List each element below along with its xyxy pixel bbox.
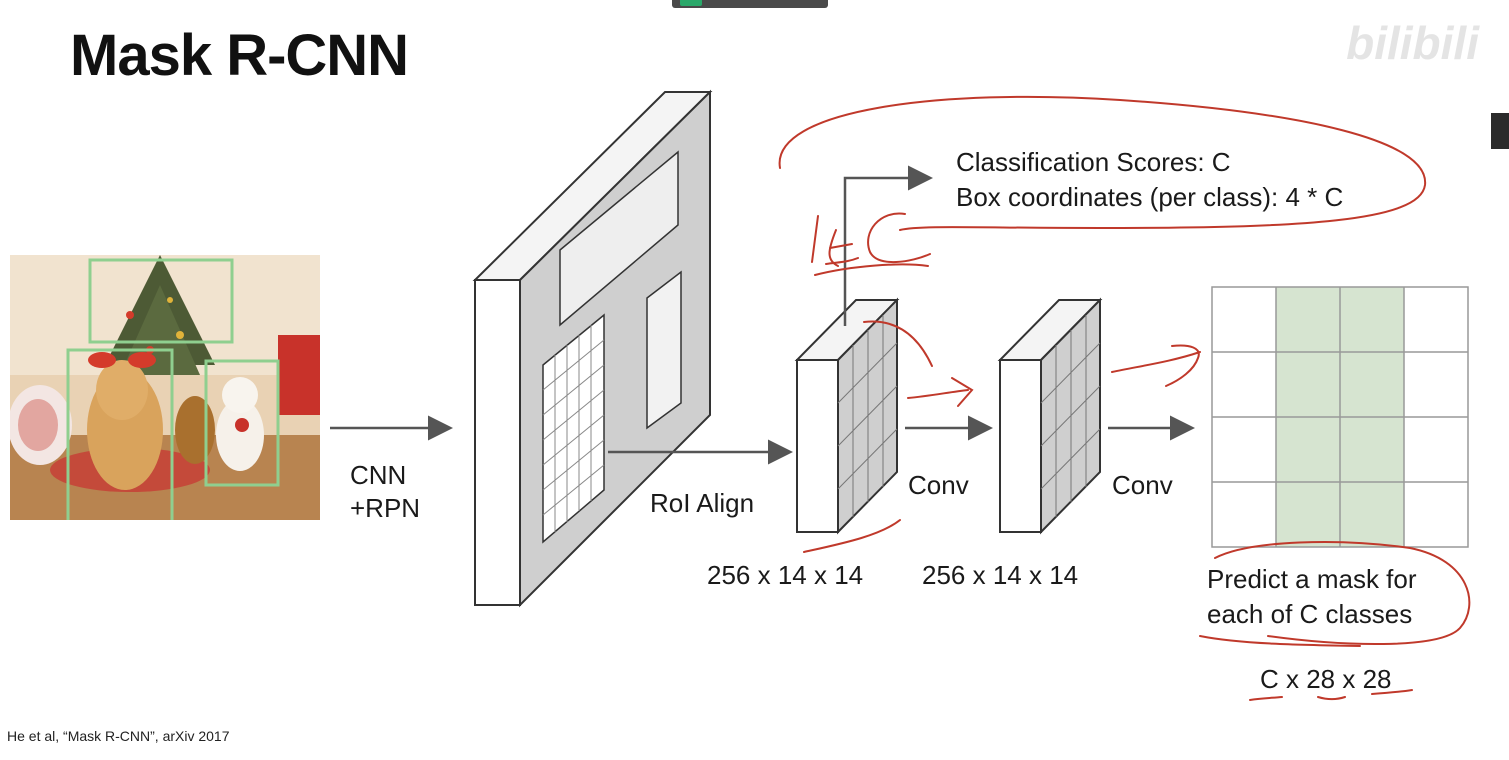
annotation-ellipse-top: [778, 95, 1427, 231]
roi-feature-block-2: [997, 297, 1103, 535]
roi-align-label: RoI Align: [650, 488, 755, 518]
annotation-underlines: [1249, 689, 1413, 701]
mask-dimension-label: C x 28 x 28: [1260, 664, 1392, 694]
arrow-to-classification: [843, 165, 933, 326]
mask-output-grid: [1211, 286, 1469, 548]
status-indicator-icon: [680, 0, 702, 6]
handwritten-annotations: [778, 95, 1471, 701]
slide-title: Mask R-CNN: [70, 23, 409, 88]
side-tab[interactable]: [1491, 113, 1509, 149]
watermark-logo: bilibili: [1346, 17, 1479, 69]
dimension-label-1: 256 x 14 x 14: [707, 560, 864, 590]
conv-label-2: Conv: [1112, 470, 1173, 500]
annotation-ellipse-mask: [1214, 541, 1471, 646]
cnn-rpn-label: CNN +RPN: [350, 460, 421, 523]
region-proposal-1: [559, 150, 679, 327]
classification-scores-label: Classification Scores: C: [956, 147, 1231, 177]
box-coordinates-label: Box coordinates (per class): 4 * C: [956, 182, 1344, 212]
detection-box-cat: [204, 359, 280, 487]
roi-grid: [542, 313, 605, 544]
detection-box-tree: [88, 258, 234, 344]
feature-map: [472, 89, 713, 608]
region-proposal-2: [646, 270, 682, 430]
conv-label-1: Conv: [908, 470, 969, 500]
dimension-label-2: 256 x 14 x 14: [922, 560, 1079, 590]
citation: He et al, “Mask R-CNN”, arXiv 2017: [7, 728, 230, 744]
input-image: [10, 255, 320, 520]
top-status-bar: [672, 0, 828, 8]
detection-box-dog: [66, 348, 174, 520]
predict-mask-label: Predict a mask for each of C classes: [1207, 564, 1417, 629]
roi-feature-block-1: [794, 297, 900, 535]
